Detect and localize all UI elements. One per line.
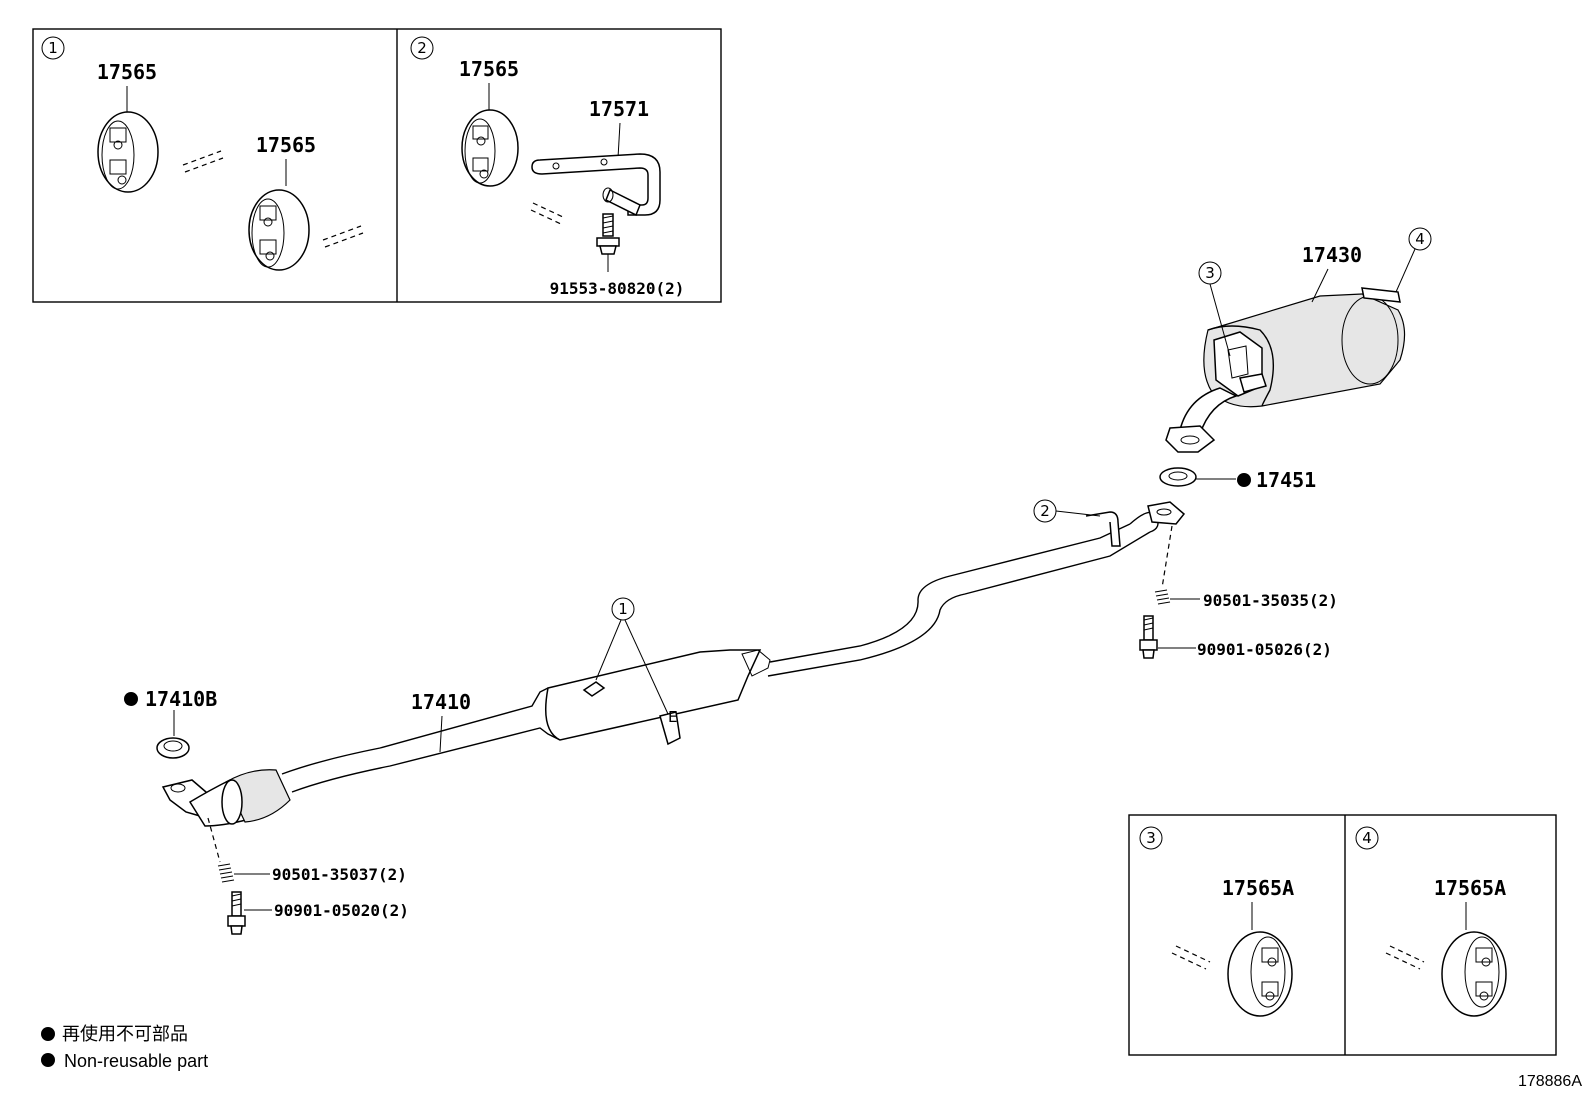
inset-3-label: 17565A xyxy=(1222,876,1294,900)
hanger-bracket xyxy=(531,153,661,217)
inset-box-3-4 xyxy=(1128,814,1557,1056)
inset-1-number: 1 xyxy=(48,39,58,57)
inset-4-number: 4 xyxy=(1362,829,1372,847)
rubber-hanger-1b xyxy=(248,189,310,271)
label-bolt-front: 90901-05020(2) xyxy=(274,901,409,920)
inset-2-label-bracket: 17571 xyxy=(589,97,649,121)
inset-3-number-circle xyxy=(1139,826,1163,850)
pipe-hangers: E xyxy=(582,511,1121,746)
legend-japanese: 再使用不可部品 xyxy=(62,1024,188,1044)
inset-2: 2 17565 17571 91553-80820(2) xyxy=(410,36,685,298)
inset-1-label-b: 17565 xyxy=(256,133,316,157)
inset-1-label-a: 17565 xyxy=(97,60,157,84)
callout-4: 4 xyxy=(1395,227,1432,293)
legend-marker-2 xyxy=(41,1053,55,1067)
inset-1: 1 17565 17565 xyxy=(41,36,364,271)
callout-4-number: 4 xyxy=(1415,230,1425,248)
label-17410b: 17410B xyxy=(145,687,217,711)
inset-1-number-circle xyxy=(41,36,65,60)
legend: 再使用不可部品 Non-reusable part xyxy=(41,1024,208,1071)
non-reusable-marker-rear xyxy=(1237,473,1251,487)
front-spring-bolt: 90501-35037(2) 90901-05020(2) xyxy=(207,817,409,935)
inset-3: 3 17565A xyxy=(1139,826,1294,1017)
inset-2-label-hanger: 17565 xyxy=(459,57,519,81)
inset-4-number-circle xyxy=(1355,826,1379,850)
legend-english: Non-reusable part xyxy=(64,1051,208,1071)
inset-2-number: 2 xyxy=(417,39,427,57)
callout-4-circle xyxy=(1408,227,1432,251)
front-converter xyxy=(161,769,291,827)
rear-flange xyxy=(1147,501,1186,589)
legend-marker-1 xyxy=(41,1027,55,1041)
rear-spring-bolt: 90501-35035(2) 90901-05026(2) xyxy=(1139,589,1338,659)
label-17430: 17430 xyxy=(1302,243,1362,267)
callout-1-number: 1 xyxy=(618,600,628,618)
gasket-17451: 17451 xyxy=(1159,467,1316,492)
callout-1: 1 xyxy=(595,597,669,715)
callout-2: 2 xyxy=(1033,499,1101,523)
label-spring-front: 90501-35037(2) xyxy=(272,865,407,884)
muffler-17430 xyxy=(1165,287,1406,453)
rubber-hanger-4 xyxy=(1441,931,1507,1017)
rubber-hanger-2 xyxy=(461,109,519,187)
label-bolt-rear: 90901-05026(2) xyxy=(1197,640,1332,659)
rubber-hanger-1a xyxy=(97,111,159,193)
callout-3: 3 xyxy=(1198,261,1231,357)
pipe-17410 xyxy=(281,511,1159,793)
figure-code: 178886A xyxy=(1518,1073,1582,1090)
inset-4: 4 17565A xyxy=(1355,826,1507,1017)
inset-2-number-circle xyxy=(410,36,434,60)
label-17451: 17451 xyxy=(1256,468,1316,492)
rubber-hanger-3 xyxy=(1227,931,1293,1017)
inset-4-label: 17565A xyxy=(1434,876,1506,900)
callout-3-number: 3 xyxy=(1205,264,1215,282)
inset-2-label-bolt: 91553-80820(2) xyxy=(550,279,685,298)
callout-1-circle xyxy=(611,597,635,621)
callout-2-number: 2 xyxy=(1040,502,1050,520)
bolt-91553 xyxy=(596,213,620,255)
inset-box-1-2 xyxy=(32,28,722,303)
label-17410: 17410 xyxy=(411,690,471,714)
svg-text:E: E xyxy=(668,708,677,726)
inset-3-number: 3 xyxy=(1146,829,1156,847)
label-spring-rear: 90501-35035(2) xyxy=(1203,591,1338,610)
gasket-17410b: 17410B xyxy=(124,687,217,759)
non-reusable-marker-front xyxy=(124,692,138,706)
